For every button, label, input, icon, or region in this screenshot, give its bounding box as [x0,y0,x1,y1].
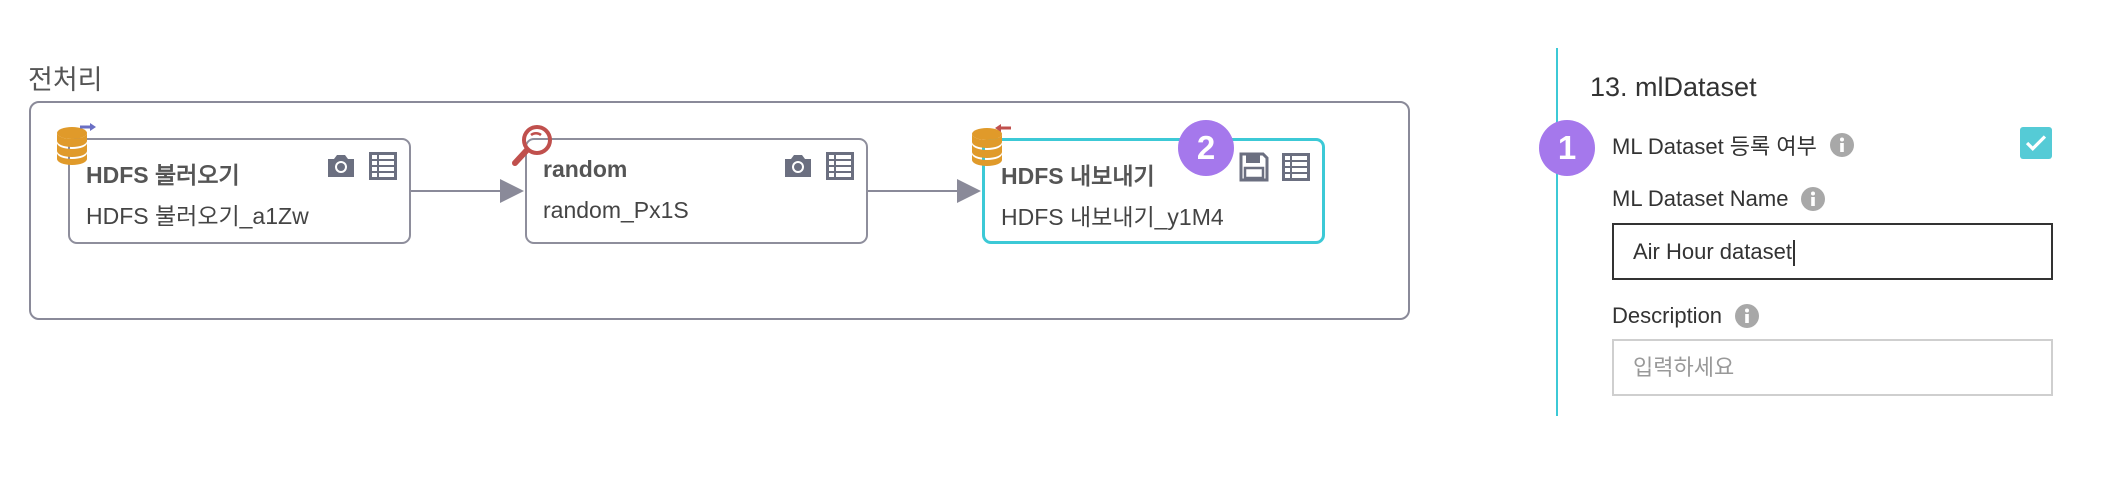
magnifier-icon [512,125,552,166]
check-icon [2025,135,2047,151]
dataset-name-value: Air Hour dataset [1633,239,1792,264]
name-label: ML Dataset Name [1612,186,1789,211]
step-badge-1: 1 [1539,120,1595,176]
database-export-icon [972,124,1011,166]
pipeline-node-random[interactable]: random random_Px1S [512,125,868,244]
description-placeholder: 입력하세요 [1633,355,1735,380]
register-field-label: ML Dataset 등록 여부 [1612,129,1855,161]
panel-divider [1556,48,1558,416]
step-badge-2: 2 [1178,120,1234,176]
info-icon[interactable] [1800,186,1826,212]
table-view-icon[interactable] [1280,151,1312,183]
section-title: 전처리 [28,65,103,95]
camera-icon[interactable] [325,150,357,182]
table-view-icon[interactable] [824,150,856,182]
node-title: HDFS 내보내기 [1001,163,1155,189]
name-field-label: ML Dataset Name [1612,186,1826,212]
description-label: Description [1612,303,1723,328]
info-icon[interactable] [1829,132,1855,158]
register-label: ML Dataset 등록 여부 [1612,134,1817,159]
text-cursor [1792,240,1795,267]
pipeline-node-hdfs-import[interactable]: HDFS 불러오기 HDFS 불러오기_a1Zw [57,123,411,244]
description-input[interactable]: 입력하세요 [1612,339,2053,396]
pipeline-node-hdfs-export[interactable]: HDFS 내보내기 HDFS 내보내기_y1M4 [972,124,1325,244]
node-name: random_Px1S [543,197,689,223]
save-icon[interactable] [1238,151,1270,183]
panel-title: 13. mlDataset [1590,72,1757,102]
description-field-label: Description [1612,303,1760,329]
node-name: HDFS 내보내기_y1M4 [1001,204,1224,230]
table-view-icon[interactable] [367,150,399,182]
node-title: HDFS 불러오기 [86,162,240,188]
node-name: HDFS 불러오기_a1Zw [86,203,309,229]
camera-icon[interactable] [782,150,814,182]
database-import-icon [57,123,96,165]
pipeline-group-box [29,101,1410,320]
node-title: random [543,156,628,182]
dataset-name-input[interactable]: Air Hour dataset [1612,223,2053,280]
register-checkbox[interactable] [2020,127,2052,159]
info-icon[interactable] [1734,303,1760,329]
